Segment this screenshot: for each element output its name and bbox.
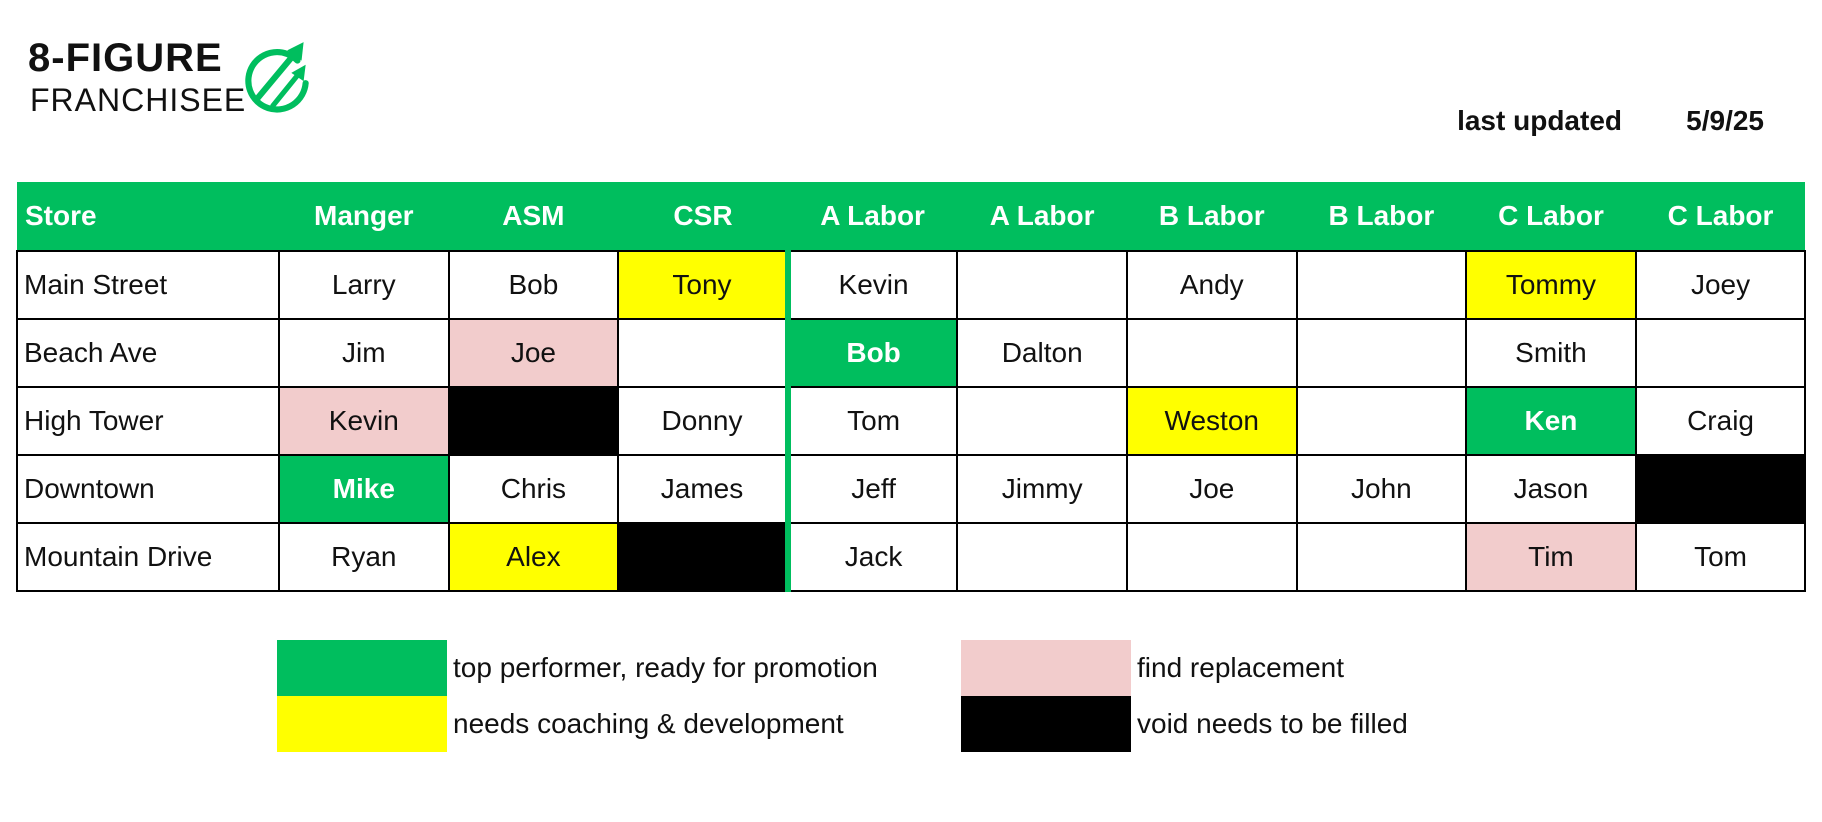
staff-cell: Jimmy — [956, 454, 1128, 524]
store-name-cell: Downtown — [16, 454, 280, 524]
staff-cell: Dalton — [956, 318, 1128, 388]
staff-cell: Jack — [784, 522, 959, 592]
staff-cell: Kevin — [784, 250, 959, 320]
column-header: C Labor — [1635, 182, 1806, 251]
staff-cell — [617, 522, 789, 592]
staffing-table: Store Manger ASM CSR A Labor A Labor B L… — [16, 182, 1807, 592]
staff-cell: Joe — [1125, 454, 1298, 524]
staff-cell: Ken — [1465, 386, 1637, 456]
logo-line-1: 8-FIGURE — [28, 36, 223, 80]
staff-cell: Smith — [1465, 318, 1637, 388]
last-updated-date: 5/9/25 — [1686, 105, 1764, 136]
status-legend: top performer, ready for promotion find … — [277, 640, 1477, 755]
store-name-cell: Mountain Drive — [16, 522, 280, 592]
arrows-circle-icon — [245, 42, 309, 113]
staff-cell — [617, 318, 789, 388]
staff-cell: Donny — [617, 386, 789, 456]
last-updated: last updated 5/9/25 — [1222, 105, 1822, 145]
store-name-cell: High Tower — [16, 386, 280, 456]
last-updated-label: last updated — [1457, 105, 1622, 136]
staff-cell: Jim — [278, 318, 450, 388]
legend-label: top performer, ready for promotion — [453, 652, 878, 683]
logo-line-2: FRANCHISEE — [30, 82, 247, 118]
staff-cell: Ryan — [278, 522, 450, 592]
legend-swatch — [961, 696, 1131, 752]
column-header: CSR — [618, 182, 788, 251]
staff-cell: Mike — [278, 454, 450, 524]
column-header: B Labor — [1296, 182, 1467, 251]
staff-cell: Larry — [278, 250, 450, 320]
staff-cell: James — [617, 454, 789, 524]
staff-cell — [447, 386, 620, 456]
legend-swatch — [277, 696, 447, 752]
column-header: B Labor — [1126, 182, 1297, 251]
staff-cell — [1295, 318, 1468, 388]
legend-label: find replacement — [1137, 652, 1345, 683]
staff-cell — [956, 522, 1128, 592]
staff-cell: Bob — [447, 250, 620, 320]
column-header: C Labor — [1466, 182, 1636, 251]
column-header: ASM — [448, 182, 619, 251]
store-name-cell: Beach Ave — [16, 318, 280, 388]
staff-cell: Tony — [617, 250, 789, 320]
staff-cell — [1295, 522, 1468, 592]
staff-cell — [1295, 250, 1468, 320]
staff-cell — [956, 386, 1128, 456]
staff-cell — [1634, 454, 1807, 524]
column-header: Manger — [279, 182, 449, 251]
staff-cell: Tim — [1465, 522, 1637, 592]
staff-cell: Joe — [447, 318, 620, 388]
staff-cell: Tom — [784, 386, 959, 456]
staff-cell: Andy — [1125, 250, 1298, 320]
column-header: A Labor — [957, 182, 1127, 251]
staff-cell: Tom — [1634, 522, 1807, 592]
staff-cell: Craig — [1634, 386, 1807, 456]
staff-cell: Kevin — [278, 386, 450, 456]
column-header: A Labor — [787, 182, 958, 251]
table-header-row: Store Manger ASM CSR A Labor A Labor B L… — [17, 182, 1806, 251]
store-name-cell: Main Street — [16, 250, 280, 320]
staff-cell: John — [1295, 454, 1468, 524]
staff-cell: Joey — [1634, 250, 1807, 320]
staff-cell: Bob — [784, 318, 959, 388]
staff-cell: Jeff — [784, 454, 959, 524]
staff-cell: Jason — [1465, 454, 1637, 524]
staff-cell — [956, 250, 1128, 320]
staff-cell: Tommy — [1465, 250, 1637, 320]
staff-cell — [1634, 318, 1807, 388]
staff-cell: Chris — [447, 454, 620, 524]
staff-cell — [1125, 318, 1298, 388]
legend-label: void needs to be filled — [1137, 708, 1408, 739]
legend-swatch — [277, 640, 447, 696]
staff-cell — [1125, 522, 1298, 592]
legend-label: needs coaching & development — [453, 708, 844, 739]
staff-cell: Weston — [1125, 386, 1298, 456]
brand-logo: 8-FIGURE FRANCHISEE — [28, 36, 328, 126]
column-header: Store — [17, 182, 279, 251]
staff-cell — [1295, 386, 1468, 456]
legend-swatch — [961, 640, 1131, 696]
staff-cell: Alex — [447, 522, 620, 592]
